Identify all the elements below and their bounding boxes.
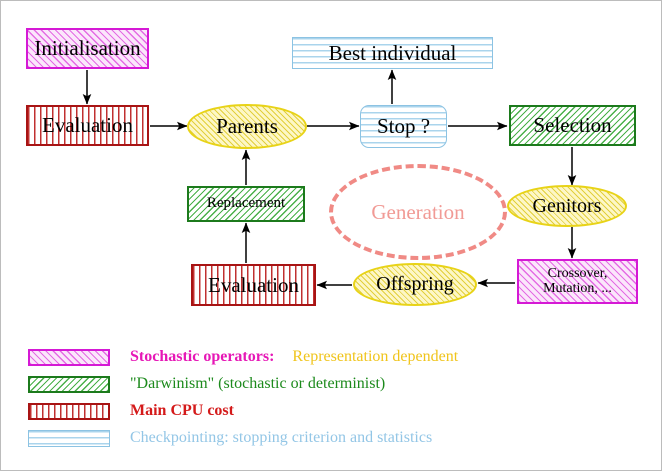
legend-row-darwinism: "Darwinism" (stochastic or determinist) [1,372,385,396]
node-parents-label: Parents [216,114,278,139]
legend-swatch-blue-hatch [28,429,110,447]
node-stop[interactable]: Stop ? [360,105,447,148]
node-generation: Generation [329,164,507,260]
node-best-individual-label: Best individual [328,40,457,65]
legend-row-main-cpu-cost: Main CPU cost [1,399,234,423]
node-crossover-mutation-label: Crossover, Mutation, ... [543,265,612,296]
node-evaluation-top[interactable]: Evaluation [26,105,149,146]
node-replacement[interactable]: Replacement [187,186,305,222]
node-genitors[interactable]: Genitors [507,185,627,227]
node-parents[interactable]: Parents [187,104,307,149]
node-generation-label: Generation [371,199,465,224]
legend-swatch-magenta-hatch [28,348,110,366]
node-evaluation-bottom-label: Evaluation [208,272,299,297]
legend-label-stochastic-operators: Stochastic operators: [130,348,275,365]
node-stop-label: Stop ? [376,114,431,139]
node-initialisation-label: Initialisation [34,36,141,61]
node-replacement-label: Replacement [206,195,286,212]
node-evaluation-top-label: Evaluation [42,113,133,138]
legend-row-checkpointing: Checkpointing: stopping criterion and st… [1,426,432,450]
legend-label-checkpointing: Checkpointing: stopping criterion and st… [130,429,433,446]
node-initialisation[interactable]: Initialisation [26,28,149,69]
node-genitors-label: Genitors [532,194,602,217]
legend-swatch-red-hatch [28,402,110,420]
legend-label-darwinism: "Darwinism" (stochastic or determinist) [130,375,386,392]
legend-swatch-green-hatch [28,375,110,393]
node-offspring-label: Offspring [376,273,454,295]
node-offspring[interactable]: Offspring [353,263,477,306]
node-selection-label: Selection [533,113,612,138]
legend-label-main-cpu-cost: Main CPU cost [130,402,234,419]
legend-row-stochastic-operators: Stochastic operators: Representation dep… [1,345,458,369]
node-crossover-mutation[interactable]: Crossover, Mutation, ... [517,259,638,304]
node-evaluation-bottom[interactable]: Evaluation [191,264,316,306]
node-best-individual[interactable]: Best individual [292,37,493,69]
legend-text-group: Stochastic operators: Representation dep… [130,348,458,366]
legend-label-representation-dependent: Representation dependent [292,348,459,365]
node-selection[interactable]: Selection [509,105,636,146]
